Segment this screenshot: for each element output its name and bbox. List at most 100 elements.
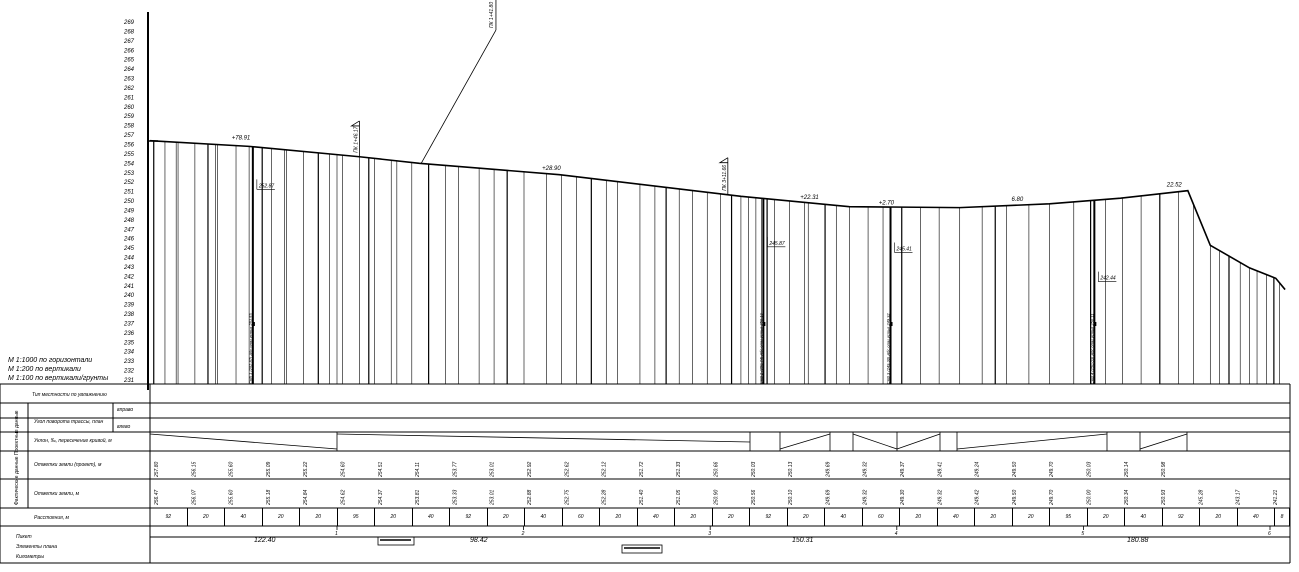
ground-elevation: 249.70 <box>1049 489 1055 506</box>
ground-elevation: 249.32 <box>937 489 943 506</box>
ground-elevation: 245.28 <box>1198 489 1204 506</box>
slope-line <box>779 433 831 450</box>
row-angle-label: Угол поворота трассы, план <box>34 419 104 425</box>
distance-cell: 40 <box>413 508 450 526</box>
ground-elevation: 256.07 <box>191 489 197 506</box>
axis-tick-label: 262 <box>123 86 135 92</box>
ground-elevation: 251.40 <box>639 489 645 506</box>
ground-elevation: 243.17 <box>1236 489 1242 506</box>
slope-line <box>336 433 751 443</box>
ground-elevation: 250.93 <box>1161 489 1167 506</box>
axis-tick-label: 264 <box>123 67 135 73</box>
design-elevation: 250.14 <box>1124 461 1130 478</box>
axis-tick-label: 246 <box>123 237 135 243</box>
axis-tick-label: 267 <box>123 39 135 45</box>
design-elevation: 256.15 <box>191 461 197 478</box>
distance-cell: 20 <box>900 508 938 526</box>
row-slope-label: Уклон, ‰, пересечение кривой, м <box>34 438 112 444</box>
ground-elevation: 255.18 <box>266 489 272 506</box>
design-elevation: 249.32 <box>863 461 869 478</box>
distance-cell: 92 <box>750 508 788 526</box>
flag-icon <box>350 120 360 127</box>
slope-line <box>956 433 1108 450</box>
distance-cell: 20 <box>300 508 338 526</box>
design-elevation: 249.70 <box>1049 461 1055 478</box>
borehole-name: СКВ 2 (250.74) Абс.отм.устья 250.13 <box>758 313 763 384</box>
borehole-elevation: 245.41 <box>896 246 913 252</box>
ground-elevation: 253.81 <box>415 489 421 506</box>
profile-station-label: +2.70 <box>879 201 895 207</box>
distance-cell: 20 <box>1013 508 1050 526</box>
distance-cell: 40 <box>938 508 975 526</box>
borehole-name: СКВ 1 (252.87) Абс.отм.устья 251.53 <box>248 313 253 384</box>
flag-label: ПК 3+11.66 <box>722 165 728 191</box>
design-elevation: 254.60 <box>341 461 347 478</box>
slope-line <box>852 433 898 450</box>
ground-elevation: 253.33 <box>452 489 458 506</box>
axis-tick-label: 259 <box>123 114 135 120</box>
axis-tick-label: 249 <box>123 208 135 214</box>
row-angle-right: вправо <box>117 407 134 413</box>
borehole-elevation: 245.87 <box>768 241 785 247</box>
group-design-label: Проектные данные <box>14 410 20 455</box>
axis-tick-label: 242 <box>123 274 135 280</box>
ground-elevation: 241.21 <box>1273 489 1279 506</box>
ground-elevation: 252.75 <box>564 489 570 506</box>
design-elevation: 255.60 <box>229 461 235 478</box>
axis-tick-label: 232 <box>123 369 135 375</box>
design-elevation: 249.41 <box>937 461 943 478</box>
design-elevation: 250.03 <box>751 461 757 478</box>
plan-element-length: 180.88 <box>1127 537 1149 544</box>
borehole-name: СКВ 4 (250.03) Абс.отм.устья 250.11 <box>1089 314 1094 384</box>
flag-icon <box>718 157 729 164</box>
borehole-sample <box>763 322 766 326</box>
ground-elevation: 249.69 <box>825 489 831 506</box>
ground-elevation: 250.00 <box>1087 489 1093 506</box>
axis-tick-label: 234 <box>123 350 135 356</box>
distance-cell: 40 <box>1238 508 1275 526</box>
design-elevation: 252.62 <box>564 461 570 478</box>
distance-cell: 40 <box>825 508 863 526</box>
axis-tick-label: 231 <box>123 378 134 384</box>
borehole-name: СКВ 3 (249.30) Абс.отм.устья 249.32 <box>886 313 891 384</box>
design-elevation: 252.12 <box>602 461 608 478</box>
scale-soil: М 1:100 по вертикали/грунты <box>8 375 109 382</box>
axis-tick-label: 257 <box>123 133 135 139</box>
ground-elevation: 254.37 <box>378 489 384 506</box>
design-elevation: 249.69 <box>825 461 831 478</box>
ground-elevation: 249.50 <box>1012 489 1018 506</box>
axis-tick-label: 244 <box>123 256 135 262</box>
design-elevation: 251.33 <box>676 461 682 478</box>
axis-tick-label: 243 <box>123 265 135 271</box>
axis-tick-label: 236 <box>123 331 135 337</box>
axis-tick-label: 233 <box>123 359 135 365</box>
row-distance-label: Расстояния, м <box>34 515 69 521</box>
ground-elevation: 252.88 <box>527 489 533 506</box>
design-elevation: 249.37 <box>900 461 906 478</box>
distance-cell: 40 <box>1125 508 1163 526</box>
design-elevation: 250.98 <box>1161 461 1167 478</box>
ground-elevation: 250.10 <box>788 489 794 506</box>
picket-label: 5 <box>1081 531 1084 537</box>
axis-tick-label: 269 <box>123 20 135 26</box>
design-elevation: 250.13 <box>788 461 794 478</box>
row-picket-label: Пикет <box>16 534 32 540</box>
row-ground-label: Отметки земли, м <box>34 491 80 497</box>
distance-cell: 8 <box>1275 508 1290 526</box>
distance-cell: 40 <box>225 508 263 526</box>
ground-elevation: 250.34 <box>1124 489 1130 506</box>
axis-tick-label: 258 <box>123 124 135 130</box>
design-elevation: 255.22 <box>303 461 309 478</box>
picket-label: 3 <box>708 531 711 537</box>
row-km-label: Километры <box>16 554 45 560</box>
ground-elevation: 250.56 <box>751 489 757 506</box>
design-elevation: 254.11 <box>415 462 421 478</box>
axis-tick-label: 253 <box>123 171 135 177</box>
axis-tick-label: 261 <box>123 95 134 101</box>
ground-profile-line <box>149 139 1286 291</box>
distance-cell: 40 <box>638 508 675 526</box>
plan-element-length: 150.31 <box>792 537 814 544</box>
ground-elevation: 256.47 <box>154 489 160 506</box>
slope-line <box>149 433 338 450</box>
distance-cell: 40 <box>525 508 563 526</box>
